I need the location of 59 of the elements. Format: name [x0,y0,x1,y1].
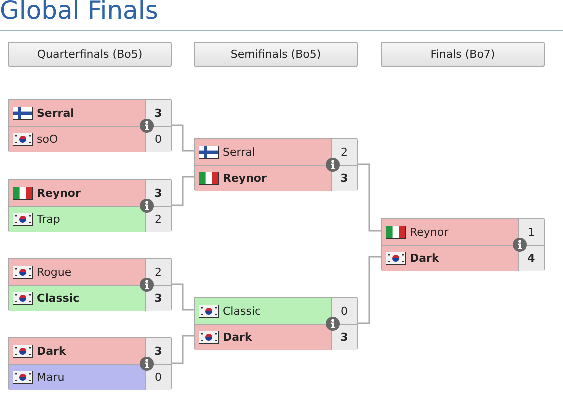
round-header: Finals (Bo7) [381,42,545,67]
score: 0 [331,298,357,324]
match-box [194,138,358,191]
player-name: Reynor [223,172,267,185]
bracket-line [358,164,381,232]
player-name: Reynor [37,186,81,200]
match-box [8,99,172,152]
player-row [195,139,357,165]
player-name: Serral [223,146,256,158]
player-row [382,245,544,271]
match-box [194,297,358,350]
player-row [9,285,171,311]
player-row [195,324,357,350]
bracket-line [358,256,381,324]
player-name: Classic [37,292,80,305]
bracket-line [172,284,194,311]
score: 0 [145,365,171,390]
player-name: Dark [37,344,66,358]
player-row [195,298,357,324]
match-box [8,179,172,232]
match-box [381,218,545,271]
player-row [382,219,544,245]
score: 2 [145,259,171,285]
player-name: Reynor [410,226,449,238]
player-name: Maru [37,371,65,384]
round-header: Quarterfinals (Bo5) [8,42,172,67]
player-name: Rogue [37,266,72,278]
match-box [8,258,172,311]
title: Global Finals [0,0,158,25]
player-name: Classic [223,304,262,318]
player-name: Dark [223,331,252,344]
player-name: soO [37,133,58,146]
score: 3 [145,338,171,364]
score: 3 [145,180,171,206]
score: 3 [331,166,357,191]
score: 0 [145,127,171,152]
score: 3 [331,325,357,350]
player-row [9,180,171,206]
player-row [9,126,171,152]
score: 2 [145,207,171,232]
player-name: Serral [37,106,74,120]
score: 3 [145,100,171,126]
round-header: Semifinals (Bo5) [194,42,358,67]
score: 2 [331,139,357,165]
player-name: Trap [37,213,60,226]
match-box [8,337,172,390]
player-row [195,165,357,191]
player-row [9,364,171,390]
player-row [9,338,171,364]
score: 4 [518,246,544,271]
player-row [9,206,171,232]
player-name: Dark [410,252,440,265]
bracket-line [172,335,194,364]
player-row [9,100,171,126]
player-row [9,259,171,285]
score: 3 [145,286,171,311]
bracket-line [172,124,194,152]
bracket-line [172,176,194,206]
score: 1 [518,219,544,245]
